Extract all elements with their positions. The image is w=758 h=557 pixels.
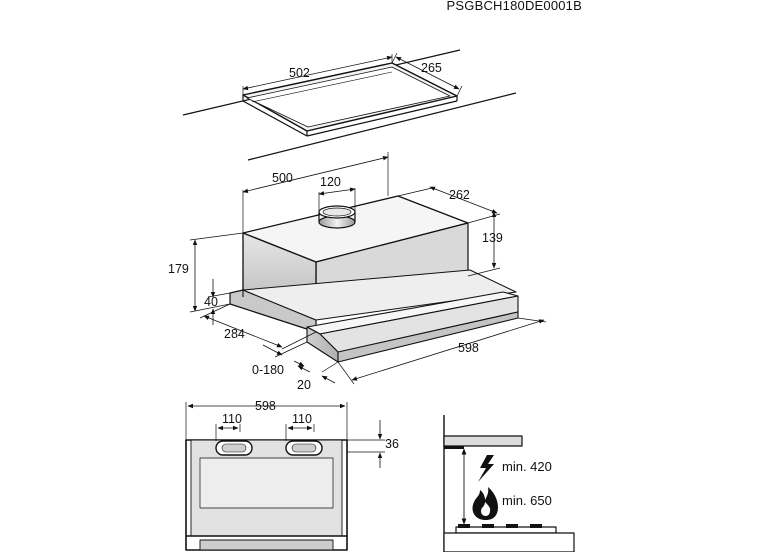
electric-clearance-label: min. 420 (502, 459, 552, 474)
side-depth-label: 284 (224, 327, 245, 341)
hood-front-view-drawing (185, 439, 348, 551)
gas-clearance-label: min. 650 (502, 493, 552, 508)
right-filter-label: 110 (292, 412, 312, 426)
front-view-dimension-lines (185, 402, 385, 468)
hood-depth-label: 262 (449, 188, 470, 202)
clearance-side-view-drawing (443, 415, 575, 553)
filter-height-label: 36 (385, 437, 399, 451)
total-height-label: 179 (168, 262, 189, 276)
cutout-width-label: 502 (289, 66, 310, 80)
left-filter-label: 110 (222, 412, 242, 426)
cutout-depth-label: 265 (421, 61, 442, 75)
front-width-label: 598 (458, 341, 479, 355)
lightning-bolt-icon (478, 455, 494, 482)
front-offset-label: 20 (297, 378, 311, 392)
flame-icon (472, 487, 498, 520)
duct-diameter-label: 120 (320, 175, 341, 189)
body-height-label: 139 (482, 231, 503, 245)
front-height-label: 40 (204, 295, 218, 309)
cutout-dimension-lines (242, 52, 463, 97)
front-view-width-label: 598 (255, 399, 276, 413)
extension-label: 0-180 (252, 363, 284, 377)
hood-dimension-lines (189, 152, 547, 385)
hood-width-label: 500 (272, 171, 293, 185)
reference-code: PSGBCH180DE0001B (446, 0, 582, 13)
